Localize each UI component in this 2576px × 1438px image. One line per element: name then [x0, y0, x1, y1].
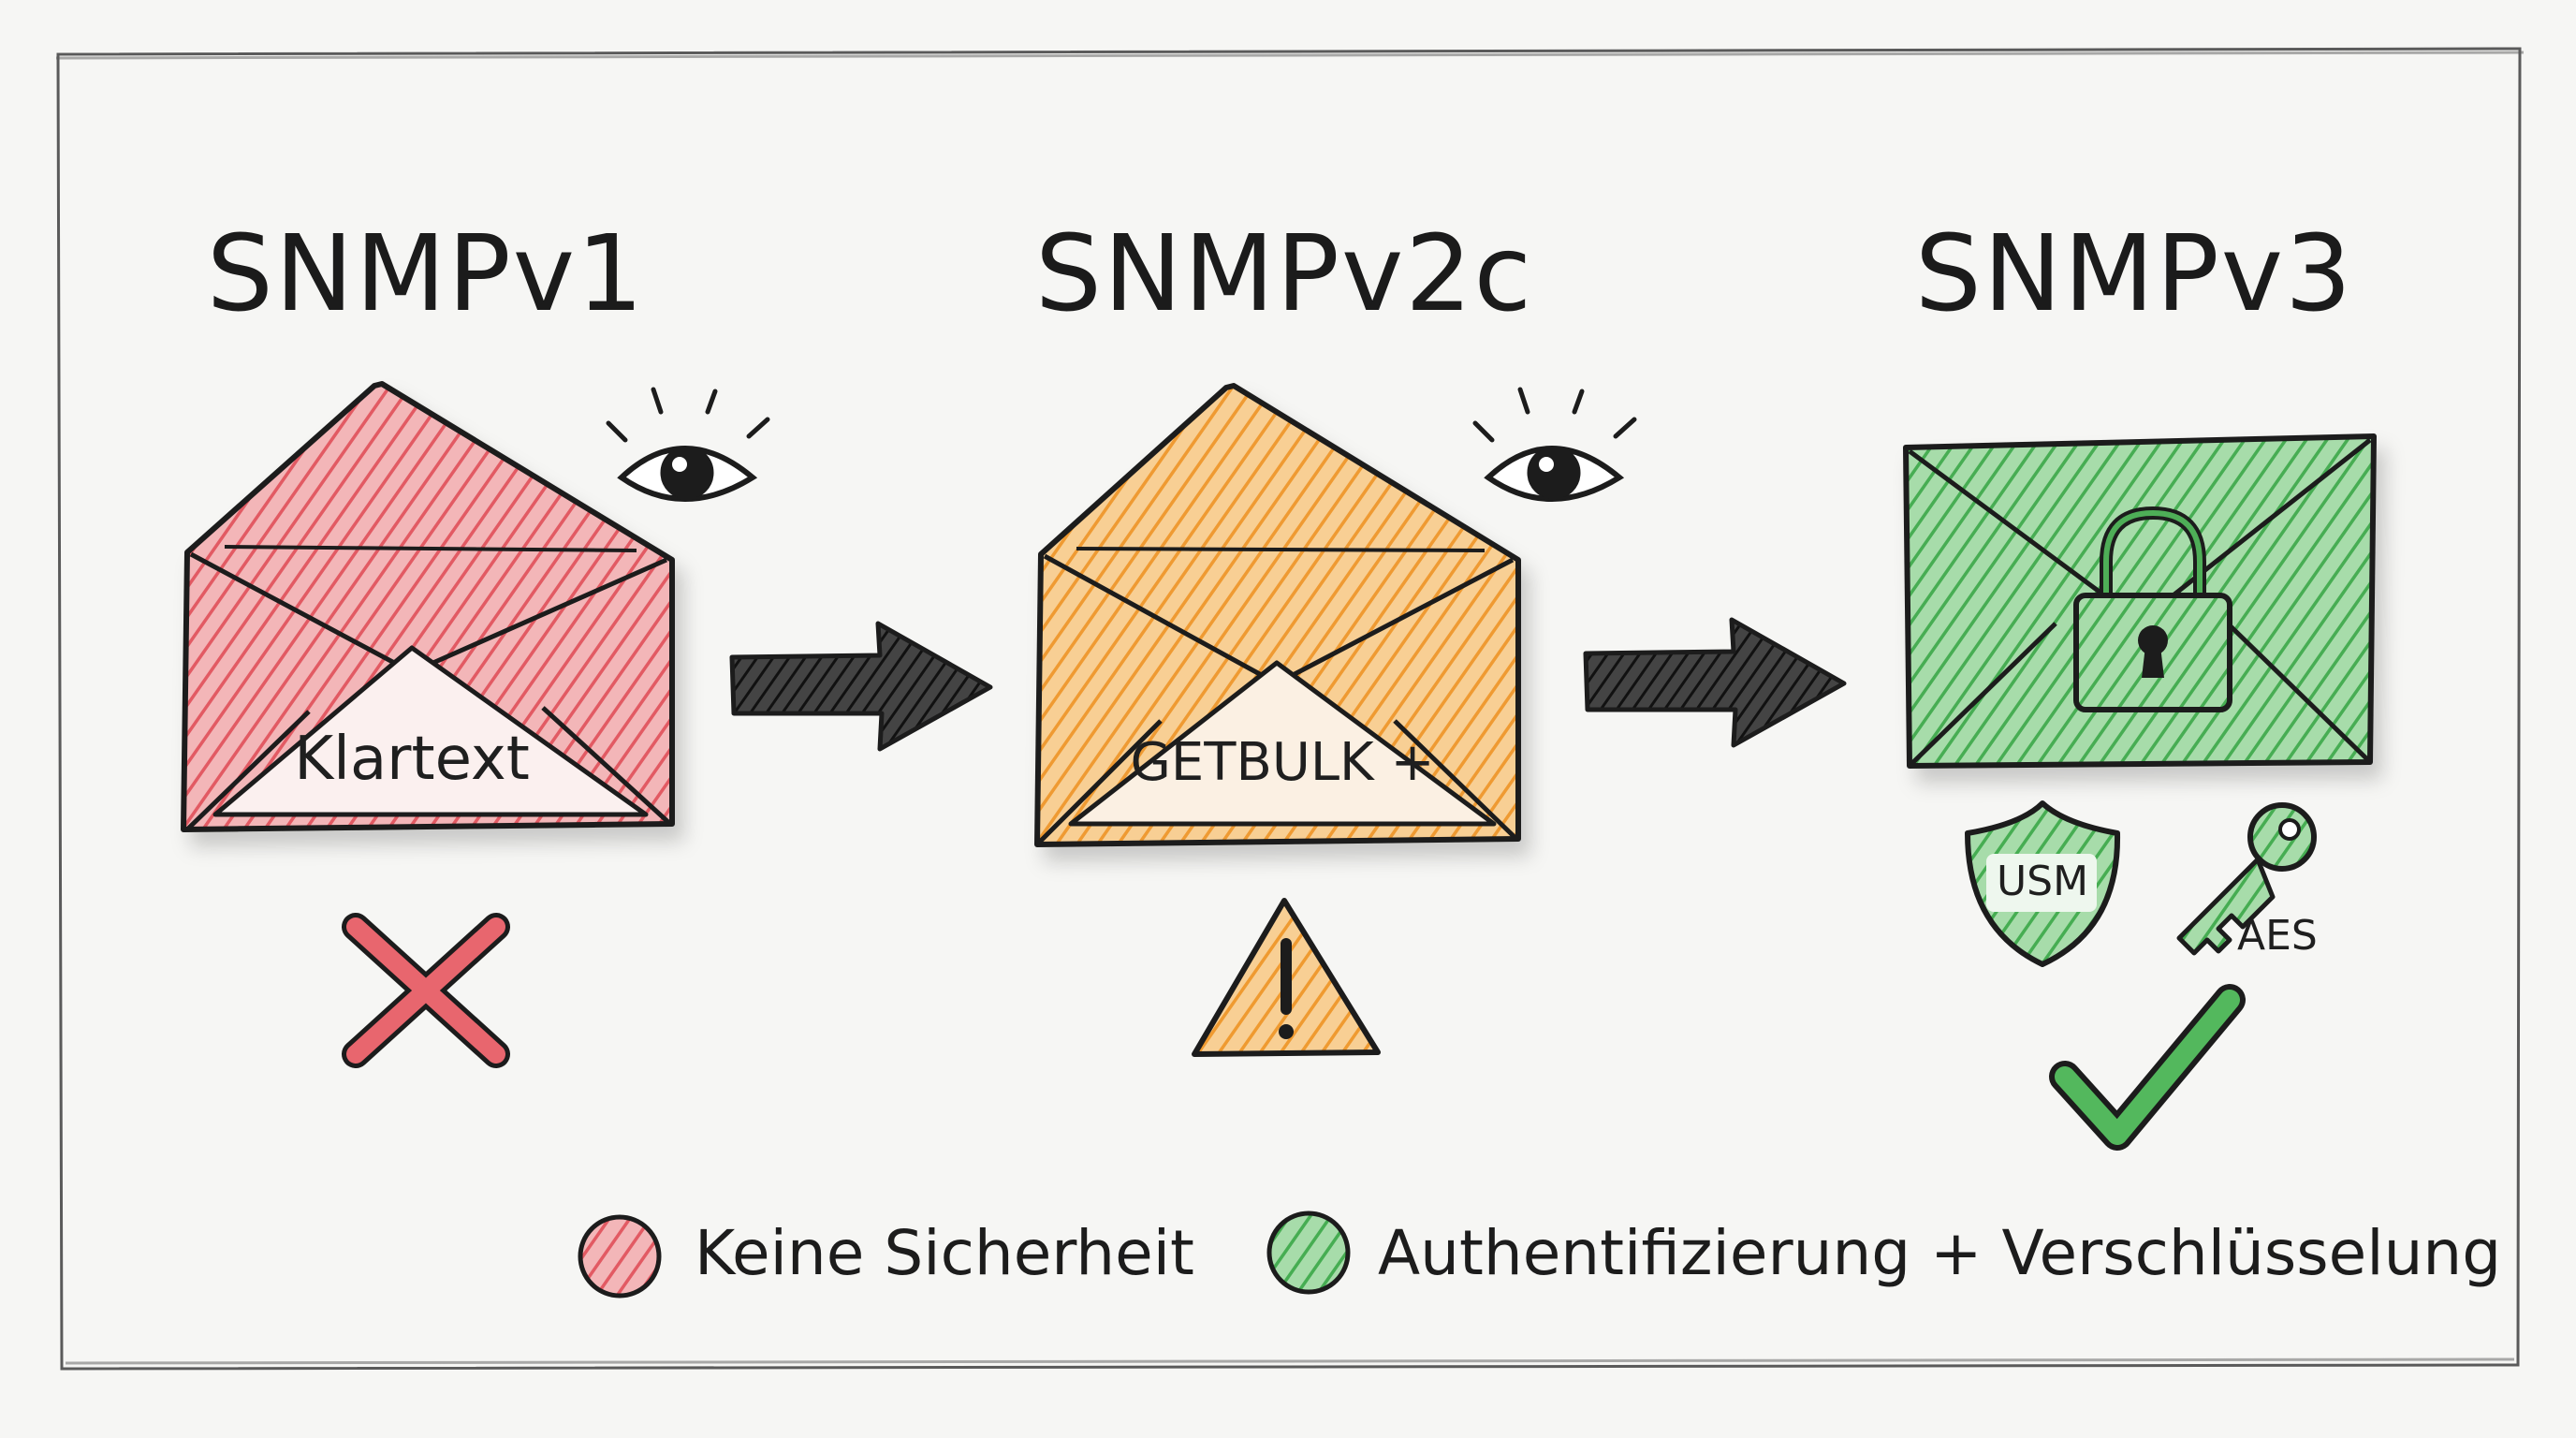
arrow-v2c-to-v3 — [1583, 617, 1847, 748]
shield-icon — [1965, 800, 2121, 967]
key-label: AES — [2237, 912, 2318, 960]
envelope-label-snmpv1: Klartext — [294, 725, 530, 794]
eye-icon-snmpv1 — [606, 387, 770, 502]
title-snmpv1: SNMPv1 — [206, 213, 646, 335]
shield-label: USM — [1996, 858, 2089, 905]
check-icon — [2049, 984, 2246, 1151]
envelope-label-snmpv2c: GETBULK + — [1130, 732, 1435, 793]
padlock-icon — [2073, 506, 2232, 712]
cross-icon — [342, 913, 510, 1068]
legend-swatch-red — [578, 1214, 662, 1299]
legend-label-auth-encryption: Authentifizierung + Verschlüsselung — [1378, 1217, 2502, 1289]
envelope-snmpv2c — [1034, 383, 1521, 847]
frame — [55, 47, 2525, 1371]
key-icon — [2176, 802, 2317, 956]
legend-label-no-security: Keine Sicherheit — [695, 1217, 1194, 1289]
legend-swatch-green — [1266, 1211, 1351, 1295]
eye-icon-snmpv2c — [1472, 387, 1637, 502]
title-snmpv2c: SNMPv2c — [1034, 213, 1534, 335]
title-snmpv3: SNMPv3 — [1914, 213, 2354, 335]
warning-icon — [1192, 898, 1381, 1057]
arrow-v1-to-v2c — [729, 621, 993, 752]
envelope-snmpv1 — [181, 381, 675, 832]
